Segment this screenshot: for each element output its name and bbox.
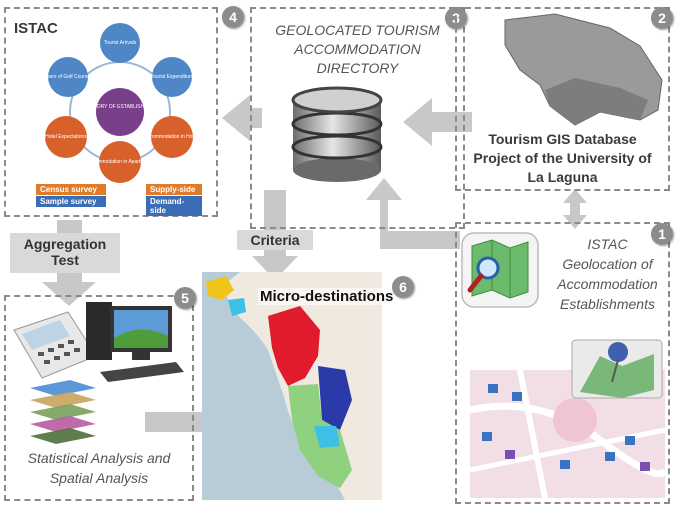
gis-title-line2: Project of the University of <box>473 150 652 166</box>
directory-title-line1: GEOLOCATED TOURISM <box>275 22 440 38</box>
gis-box <box>455 7 670 191</box>
step-number-2: 2 <box>651 7 673 29</box>
node-golf <box>48 57 88 97</box>
aggregation-label: Aggregation Test <box>10 233 120 273</box>
region-red <box>268 306 320 386</box>
geolocation-box <box>455 222 670 504</box>
gis-title-line3: La Laguna <box>527 169 598 185</box>
census-survey-tag: Census survey <box>36 184 106 195</box>
directory-title-line2: ACCOMMODATION <box>294 41 421 57</box>
criteria-label: Criteria <box>237 230 313 250</box>
node-label-expenditure: Tourist Expenditure <box>151 74 194 80</box>
step-number-4: 4 <box>222 6 244 28</box>
micro-destinations-title: Micro-destinations <box>258 288 396 305</box>
gis-layers-icon <box>30 380 96 444</box>
istac-title: ISTAC <box>14 20 58 37</box>
region-cyan-top <box>228 298 246 316</box>
geo-title-line2: Geolocation of <box>562 256 653 272</box>
supply-side-tag: Supply-side <box>146 184 202 195</box>
arrow-gis-geolocation <box>563 189 587 229</box>
computer-tower-icon <box>86 302 112 360</box>
step-number-6: 6 <box>392 276 414 298</box>
analysis-caption-line2: Spatial Analysis <box>49 470 149 486</box>
directory-box <box>250 7 465 229</box>
directory-center-node <box>96 88 144 136</box>
node-label-expectations: Hotel Expectations <box>45 134 87 140</box>
node-hotel-expectations <box>45 116 87 158</box>
node-tourist-arrivals <box>100 23 140 63</box>
center-label: DIRECTORY OF ESTABLISHMENTS <box>78 104 162 110</box>
node-tourist-expenditure <box>152 57 192 97</box>
node-label-arrivals: Tourist Arrivals <box>104 40 137 46</box>
arrow-gis-to-directory <box>403 98 472 146</box>
directory-title-line3: DIRECTORY <box>316 60 399 76</box>
analysis-caption-line1: Statistical Analysis and <box>27 450 171 466</box>
aggregation-label-line1: Aggregation <box>23 236 107 252</box>
geo-title-line3: Accommodation <box>557 276 658 292</box>
step-number-1: 1 <box>651 223 673 245</box>
analysis-box <box>4 295 194 501</box>
node-label-golf: Users of Golf Courses <box>43 74 93 80</box>
demand-side-tag: Demand-side <box>146 196 202 216</box>
arrow-geolocation-to-directory <box>366 178 460 249</box>
geo-title-line4: Establishments <box>560 296 655 312</box>
istac-box <box>4 7 218 217</box>
gis-title-line1: Tourism GIS Database <box>488 131 637 147</box>
magnifier-icon <box>476 256 500 280</box>
step-number-5: 5 <box>174 287 196 309</box>
sample-survey-tag: Sample survey <box>36 196 106 207</box>
arrow-directory-to-istac <box>222 95 262 141</box>
geo-title-line1: ISTAC <box>587 236 628 252</box>
node-label-apartments: Accommodation in Apartments <box>86 159 154 165</box>
region-blue <box>318 366 352 430</box>
node-label-hotels: Accommodation in Hotels <box>144 134 201 140</box>
arrow-analysis-to-map <box>145 398 258 446</box>
pushpin-icon <box>608 342 628 362</box>
region-yellow <box>206 276 234 300</box>
region-cyan-bottom <box>314 426 340 448</box>
aggregation-label-line2: Test <box>51 252 79 268</box>
node-apartments <box>99 141 141 183</box>
node-hotels <box>151 116 193 158</box>
